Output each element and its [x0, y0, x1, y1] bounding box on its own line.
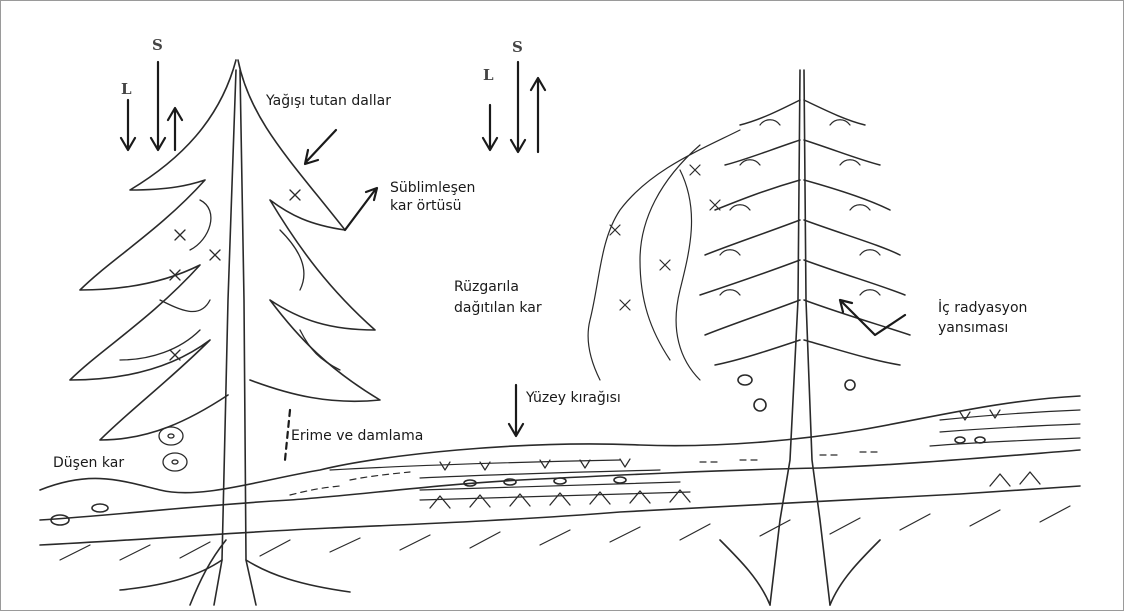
label-internal-1: İç radyasyon: [938, 299, 1027, 317]
left-tree-crown: [70, 60, 380, 440]
label-falling-snow: Düşen kar: [53, 454, 124, 472]
longwave-symbol-left: L: [121, 80, 132, 98]
right-tree: [700, 70, 910, 605]
wind-blown-snow: [588, 130, 740, 380]
shortwave-symbol-left: S: [152, 36, 163, 54]
label-surface-frost: Yüzey kırağısı: [526, 389, 621, 407]
left-tree-trunk: [120, 70, 350, 605]
shortwave-symbol-right: S: [512, 38, 523, 56]
label-wind-2: dağıtılan kar: [454, 299, 542, 317]
falling-snow-flakes: [159, 427, 187, 471]
snowpack-layers: [40, 396, 1080, 560]
label-melt-drip: Erime ve damlama: [291, 427, 423, 445]
label-sublimation-1: Süblimleşen: [390, 179, 475, 197]
label-wind-1: Rüzgarıla: [454, 278, 519, 296]
longwave-symbol-right: L: [483, 66, 494, 84]
label-internal-2: yansıması: [938, 319, 1008, 337]
label-sublimation-2: kar örtüsü: [390, 197, 462, 215]
label-branches: Yağışı tutan dallar: [266, 92, 391, 110]
radiation-arrows: [121, 62, 905, 460]
